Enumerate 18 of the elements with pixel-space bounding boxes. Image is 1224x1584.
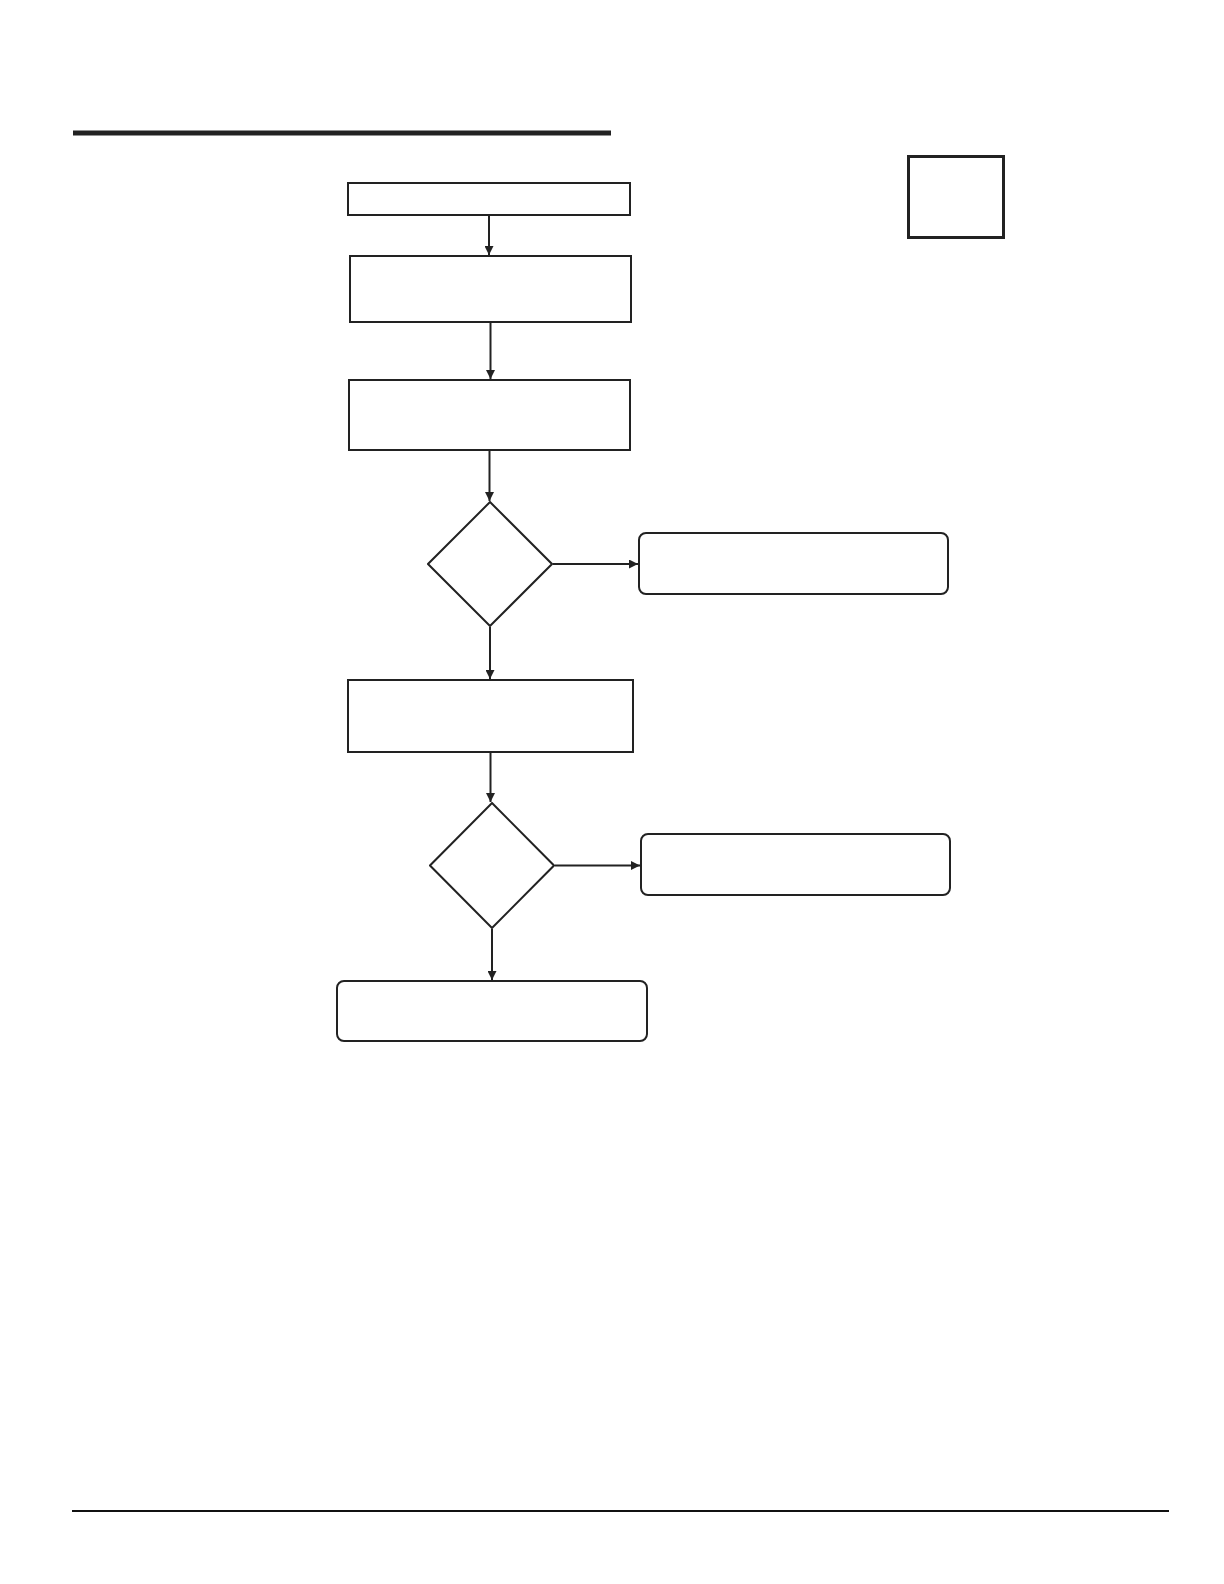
process-box xyxy=(347,679,634,753)
arrow xyxy=(486,322,495,380)
process-box xyxy=(907,155,1005,239)
arrow xyxy=(486,752,495,803)
arrow xyxy=(485,450,494,502)
decision-diamond xyxy=(427,501,553,627)
arrow xyxy=(484,215,494,256)
arrow xyxy=(554,861,641,870)
terminal-box xyxy=(638,532,949,595)
arrow xyxy=(485,626,495,680)
process-box xyxy=(348,379,631,451)
decision-diamond xyxy=(429,802,555,929)
terminal-box xyxy=(336,980,648,1042)
process-box xyxy=(349,255,632,323)
arrow xyxy=(552,559,639,569)
arrow xyxy=(487,928,497,981)
process-box xyxy=(347,182,631,216)
terminal-box xyxy=(640,833,951,896)
